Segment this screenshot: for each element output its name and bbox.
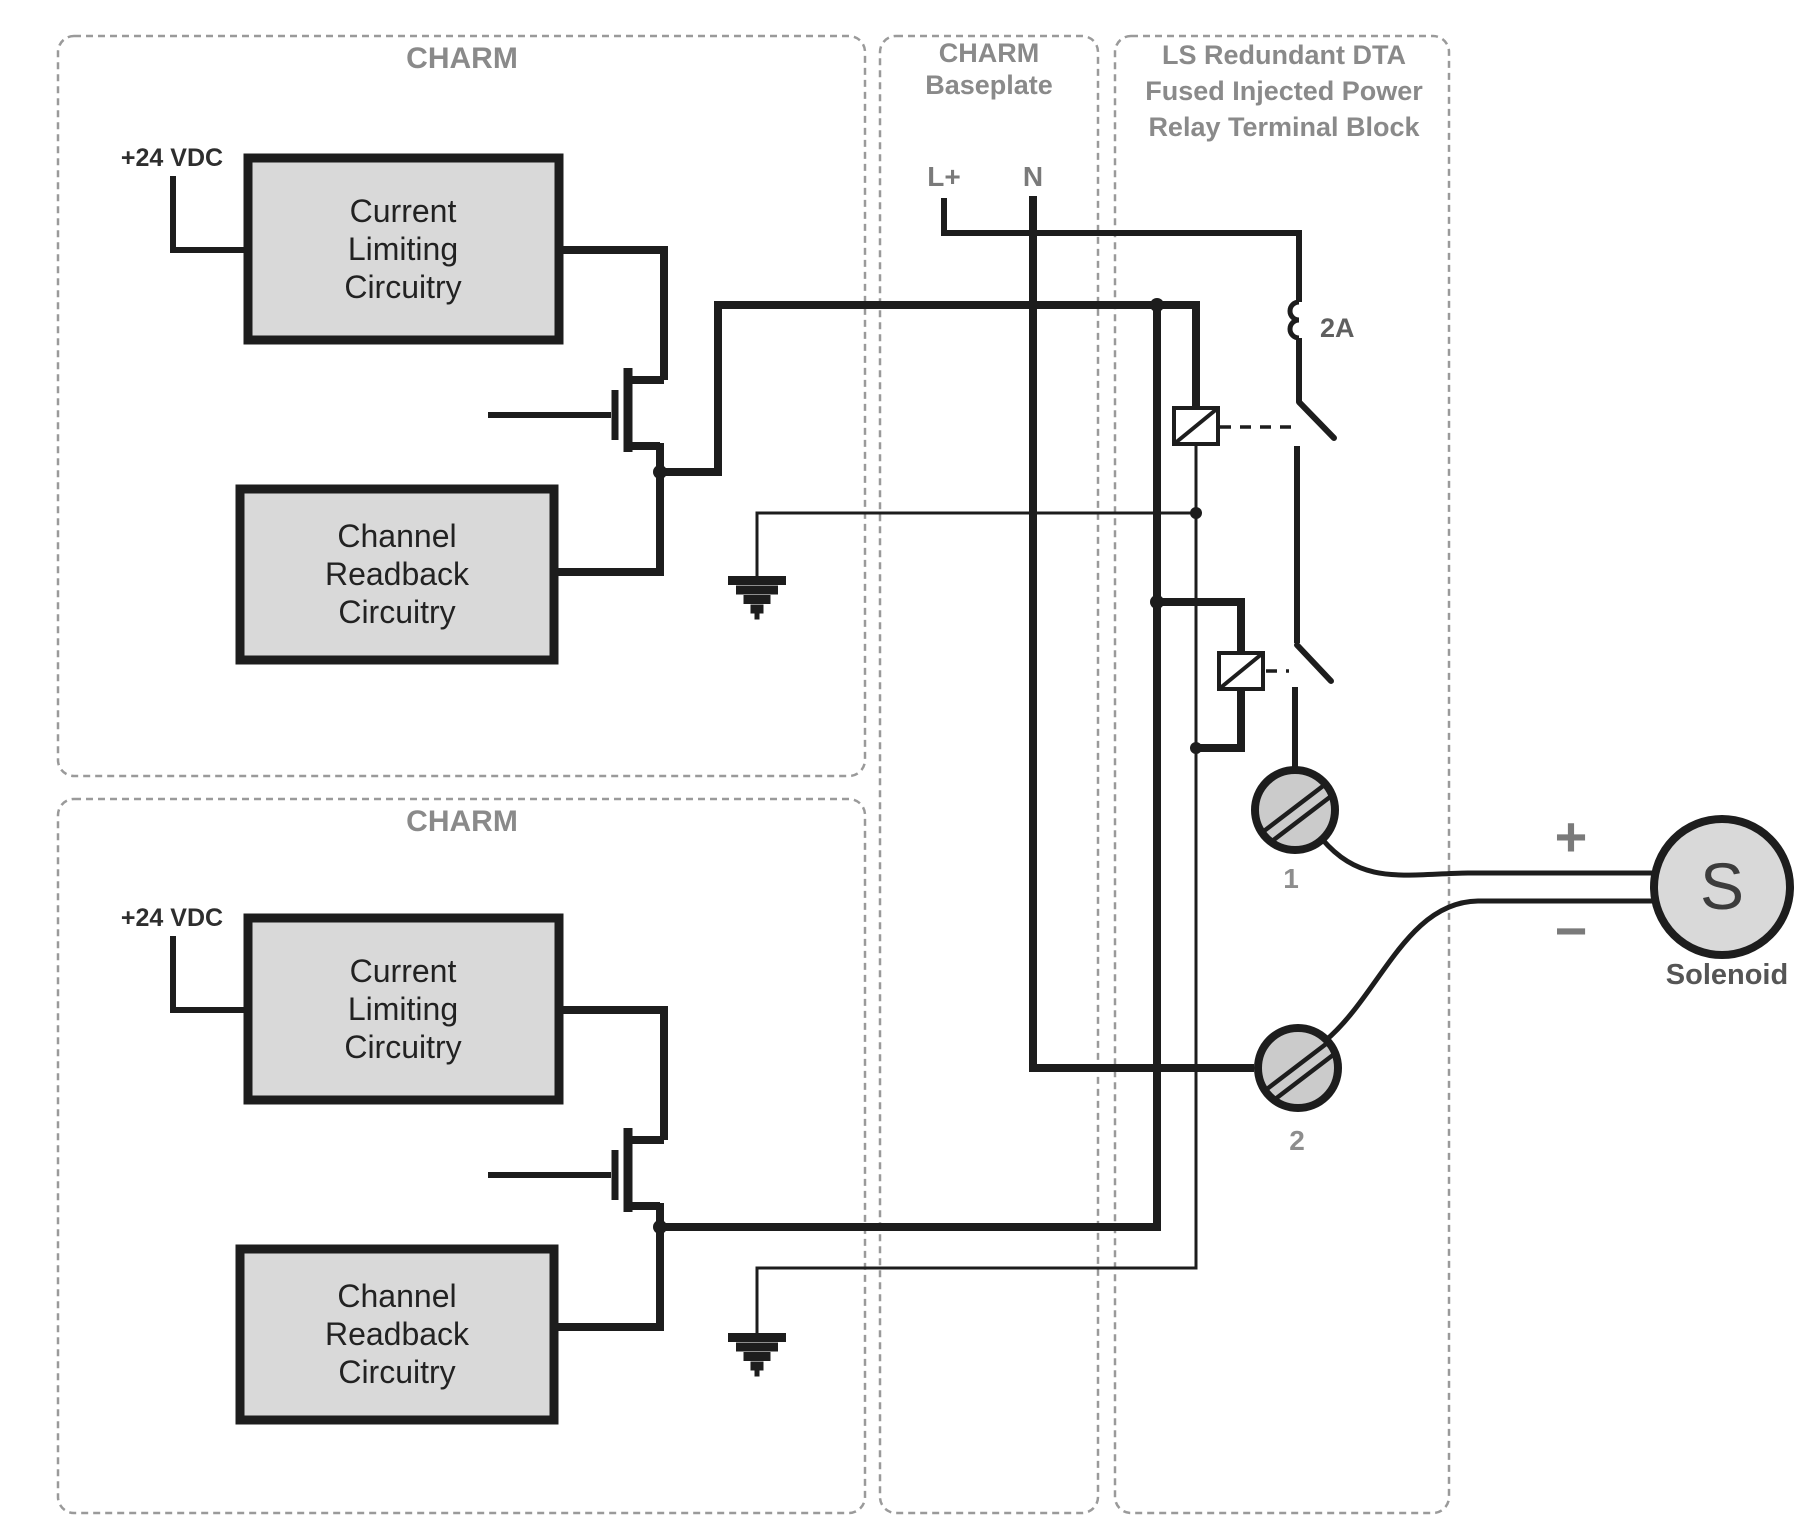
channel-readback-label: Circuitry: [338, 594, 455, 630]
relay-block-outline: [1113, 34, 1451, 1515]
charm-bottom-outline: [56, 797, 867, 1515]
relay-block-title: Relay Terminal Block: [1148, 112, 1420, 142]
screw-slot: [1268, 794, 1333, 845]
readback-wire: [556, 1227, 664, 1331]
supply-wire: [170, 176, 248, 253]
l-plus-wire: [941, 198, 1302, 302]
current-limiting-label: Circuitry: [344, 1029, 461, 1065]
junction-dot: [1190, 507, 1202, 519]
screw-slot: [1261, 783, 1326, 834]
switch-2-contact: [1294, 642, 1334, 684]
channel-readback-label: Circuitry: [338, 1354, 455, 1390]
current-limiting-box: [243, 913, 564, 1105]
source-output-wire: [656, 1203, 1161, 1231]
current-limiting-label: Circuitry: [344, 269, 461, 305]
solenoid-letter: S: [1700, 849, 1744, 923]
channel-readback-label: Channel: [337, 1278, 456, 1314]
fuse-icon: [1287, 299, 1300, 341]
relay-terminal-block-section: LS Redundant DTA Fused Injected Power Re…: [755, 40, 1423, 1335]
current-limiting-label: Current: [350, 193, 457, 229]
solenoid-section: + − S Solenoid: [1320, 805, 1794, 1043]
current-limiting-label: Limiting: [348, 231, 458, 267]
relay-block-title: Fused Injected Power: [1145, 76, 1423, 106]
charm-top-title: CHARM: [406, 42, 518, 75]
screw-slot: [1271, 1052, 1336, 1103]
baseplate-title: CHARM: [939, 38, 1040, 68]
solenoid-caption: Solenoid: [1666, 959, 1788, 991]
current-limiting-label: Current: [350, 953, 457, 989]
n-rail-wire: [1029, 196, 1254, 1072]
charm-bottom-title: CHARM: [406, 805, 518, 838]
coil-return-wire: [755, 444, 1198, 1335]
l-plus-label: L+: [927, 161, 960, 192]
solenoid-minus-wire: [1323, 898, 1656, 1043]
baseplate-outline: [878, 34, 1100, 1515]
coil2-return-wire: [1196, 689, 1245, 752]
screw-slot: [1264, 1041, 1329, 1092]
mosfet-icon: [488, 368, 664, 452]
channel-readback-label: Readback: [325, 1316, 470, 1352]
relay-block-title: LS Redundant DTA: [1162, 40, 1406, 70]
current-limiting-label: Limiting: [348, 991, 458, 1027]
drain-wire: [559, 246, 668, 380]
solenoid-circle: [1650, 815, 1794, 959]
terminal-1-label: 1: [1283, 863, 1299, 894]
charm-top-outline: [56, 34, 867, 778]
junction-dot: [1190, 742, 1202, 754]
charm-bottom-module: CHARM +24 VDC Current Limiting Circuitry…: [121, 805, 1161, 1425]
relay-coil-2-diagonal: [1217, 651, 1265, 691]
charm-top-supply-label: +24 VDC: [121, 144, 223, 172]
mosfet-icon: [488, 1128, 664, 1212]
ground-icon: [728, 576, 786, 620]
n-label: N: [1023, 161, 1043, 192]
baseplate-title: Baseplate: [925, 70, 1053, 100]
solenoid-plus-wire: [1320, 837, 1656, 878]
switch-1-contact: [1296, 399, 1337, 441]
plus-polarity-label: +: [1555, 805, 1588, 868]
charm-top-module: CHARM +24 VDC Current Limiting Circuitry…: [121, 42, 1200, 665]
supply-wire: [170, 936, 248, 1013]
channel-readback-label: Channel: [337, 518, 456, 554]
drain-wire: [559, 1006, 668, 1140]
terminal-1: 1: [1251, 766, 1339, 894]
channel-readback-box: [235, 1244, 559, 1425]
terminal-2: 2: [1254, 1024, 1342, 1156]
minus-polarity-label: −: [1555, 899, 1588, 962]
coil2-feed-wire: [1157, 598, 1245, 653]
relay-coil-1-diagonal: [1172, 406, 1220, 446]
ground-return-wire: [755, 511, 1196, 578]
channel-readback-box: [235, 484, 559, 665]
baseplate-section: CHARM Baseplate L+ N: [925, 38, 1254, 1072]
readback-wire: [556, 472, 664, 576]
charm-bottom-supply-label: +24 VDC: [121, 904, 223, 932]
terminal-2-label: 2: [1289, 1125, 1305, 1156]
fuse-rating-label: 2A: [1320, 313, 1355, 343]
channel-readback-label: Readback: [325, 556, 470, 592]
ground-icon: [728, 1333, 786, 1377]
